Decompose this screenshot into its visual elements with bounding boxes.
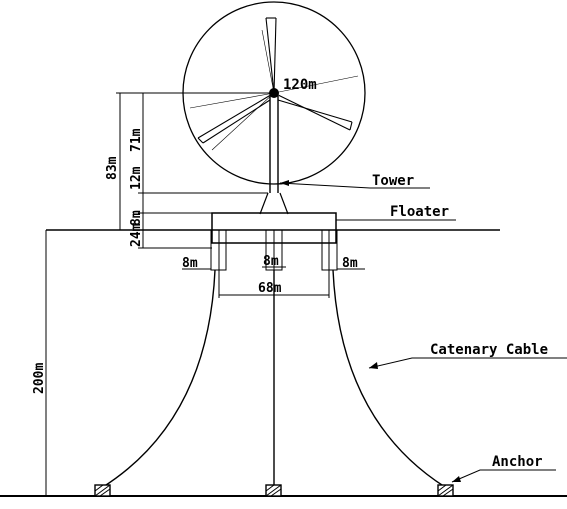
tower-length-label: 71m bbox=[129, 128, 144, 152]
column-right-inner bbox=[321, 229, 330, 271]
cable-leader: Catenary Cable bbox=[368, 342, 567, 369]
catenary-cable-right bbox=[332, 269, 446, 488]
blade-shadow-line bbox=[189, 92, 275, 109]
anchor-left bbox=[94, 484, 111, 497]
column-left-inner bbox=[218, 229, 227, 271]
floater-label: Floater bbox=[390, 204, 449, 220]
tower-label: Tower bbox=[372, 173, 414, 189]
freeboard-label: 12m bbox=[129, 166, 144, 190]
tower-leader: Tower bbox=[279, 173, 430, 189]
anchor-right bbox=[437, 484, 454, 497]
hub bbox=[269, 88, 279, 98]
column-right-label: 8m bbox=[342, 256, 358, 271]
blade-shadow-line bbox=[273, 75, 359, 94]
anchor-center bbox=[265, 484, 282, 497]
anchor-leader: Anchor bbox=[451, 454, 556, 483]
tower-base-right bbox=[279, 192, 289, 215]
blade-up bbox=[265, 17, 277, 94]
water-depth-label: 200m bbox=[32, 363, 47, 394]
anchor-label: Anchor bbox=[492, 454, 543, 470]
mooring-lines bbox=[102, 269, 446, 488]
blade-shadow-line bbox=[261, 29, 275, 94]
blade-right bbox=[273, 92, 353, 131]
dim-stack: 71m 12m 8m 24m bbox=[129, 93, 268, 249]
cable-label: Catenary Cable bbox=[430, 342, 548, 358]
tower-base-left bbox=[259, 192, 269, 215]
rotor-diameter-label: 120m bbox=[283, 77, 317, 93]
hub-height-label: 83m bbox=[105, 156, 120, 180]
dim-water-depth: 200m bbox=[32, 230, 47, 496]
rotor: 120m bbox=[182, 1, 366, 185]
tower bbox=[259, 96, 289, 215]
blade-shadow-line bbox=[211, 92, 275, 151]
floater-leader: Floater bbox=[336, 204, 456, 221]
catenary-cable-left bbox=[102, 269, 216, 488]
draft-label: 24m bbox=[129, 223, 144, 247]
dim-hub-height: 83m bbox=[105, 92, 272, 230]
column-left-label: 8m bbox=[182, 256, 198, 271]
above-water-label: 8m bbox=[129, 210, 144, 226]
column-center-label: 8m bbox=[263, 254, 279, 269]
blade-left bbox=[197, 92, 275, 144]
dim-columns: 8m 8m 8m bbox=[182, 254, 365, 271]
anchors bbox=[94, 484, 454, 497]
floater-width-label: 68m bbox=[258, 281, 282, 296]
